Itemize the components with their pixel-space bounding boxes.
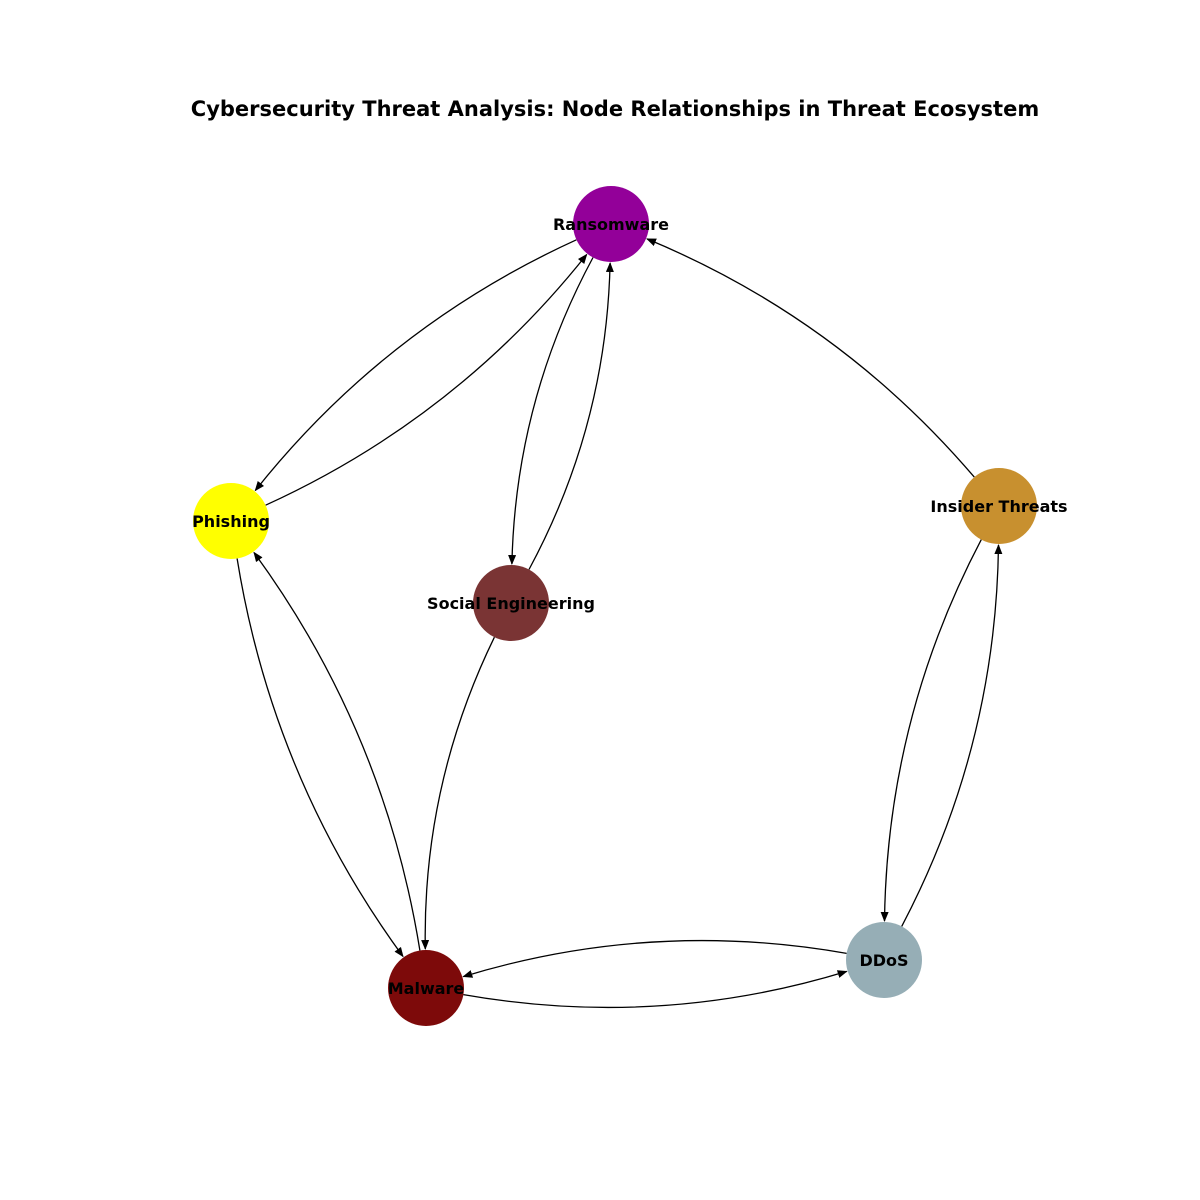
edge-ransomware-to-social xyxy=(508,257,594,565)
edge-phishing-to-ransomware xyxy=(265,253,588,506)
edges-layer xyxy=(236,238,1003,1009)
node-ransomware-label: Ransomware xyxy=(553,215,669,234)
edge-insider-to-ransomware xyxy=(646,238,975,478)
node-ransomware: Ransomware xyxy=(553,186,669,262)
diagram-title: Cybersecurity Threat Analysis: Node Rela… xyxy=(191,97,1039,121)
node-social-circle xyxy=(473,565,549,641)
edge-malware-to-phishing xyxy=(253,551,421,951)
node-phishing-circle xyxy=(193,483,269,559)
edge-social-to-ransomware xyxy=(528,262,614,570)
node-phishing: Phishing xyxy=(192,483,270,559)
edge-malware-to-ddos xyxy=(463,970,848,1009)
node-malware-circle xyxy=(388,950,464,1026)
node-insider-label: Insider Threats xyxy=(930,497,1067,516)
node-ransomware-circle xyxy=(573,186,649,262)
node-insider-circle xyxy=(961,468,1037,544)
node-social: Social Engineering xyxy=(427,565,595,641)
edge-ddos-to-insider xyxy=(901,544,1003,927)
edge-insider-to-ddos xyxy=(880,539,982,922)
node-malware-label: Malware xyxy=(388,979,465,998)
edge-phishing-to-malware xyxy=(236,558,404,958)
edge-ransomware-to-phishing xyxy=(254,239,577,492)
node-social-label: Social Engineering xyxy=(427,594,595,613)
node-malware: Malware xyxy=(388,950,465,1026)
node-ddos-label: DDoS xyxy=(859,951,908,970)
edge-social-to-malware xyxy=(421,636,495,950)
node-ddos-circle xyxy=(846,922,922,998)
edge-ddos-to-malware xyxy=(462,939,847,978)
node-ddos: DDoS xyxy=(846,922,922,998)
node-insider: Insider Threats xyxy=(930,468,1068,544)
node-phishing-label: Phishing xyxy=(192,512,270,531)
